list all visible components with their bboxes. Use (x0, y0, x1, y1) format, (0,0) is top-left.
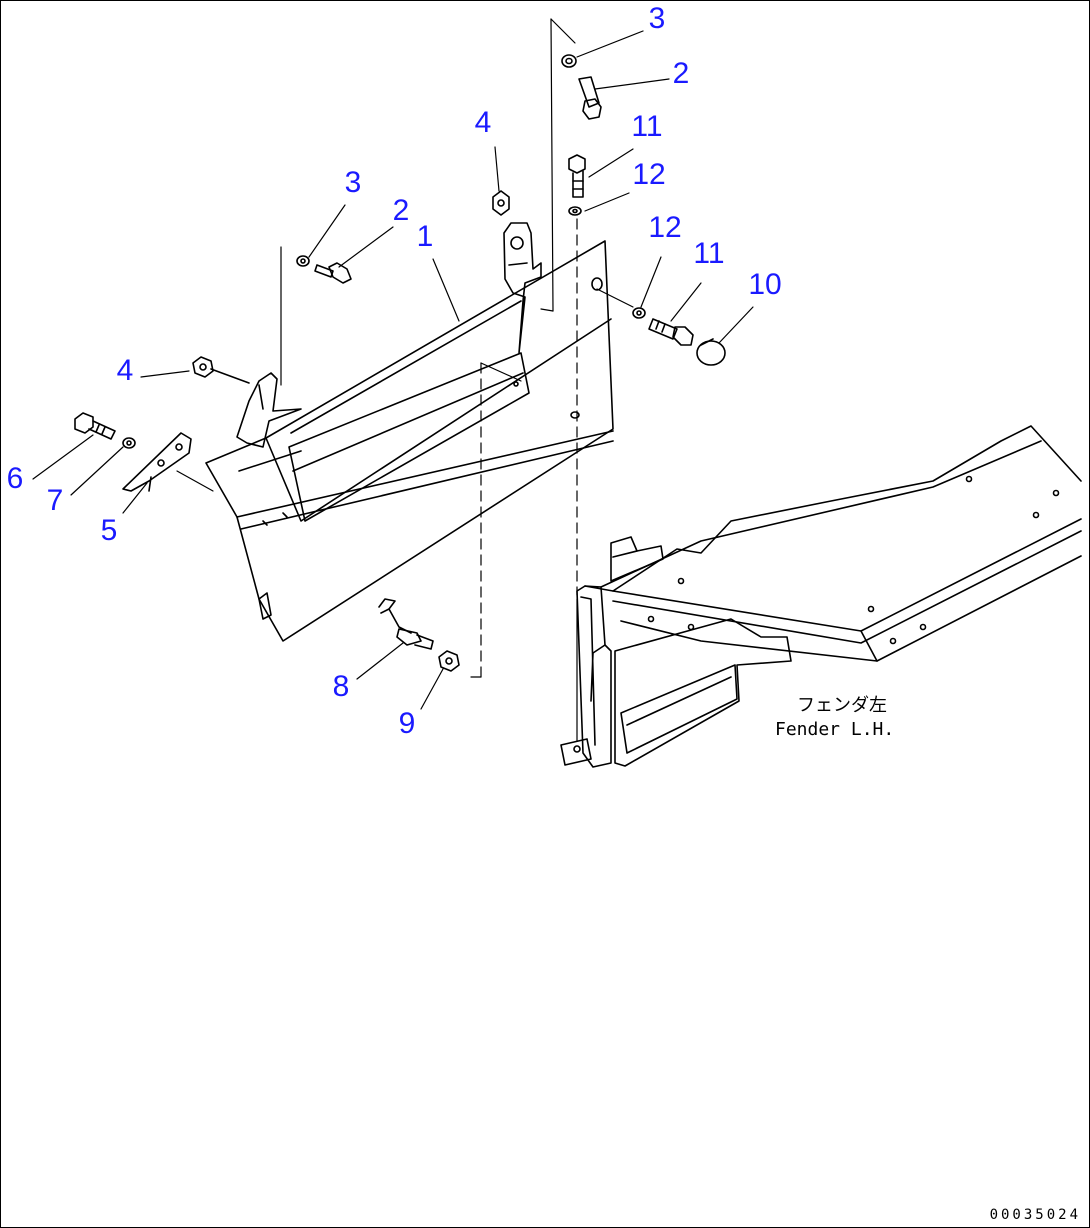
callout-9: 9 (398, 707, 416, 740)
washer-7 (122, 437, 136, 449)
callout-11-right: 11 (693, 237, 725, 270)
callout-7: 7 (46, 484, 64, 517)
upper-bracket (503, 222, 542, 354)
bolt-11-top (568, 154, 586, 198)
callout-3-left: 3 (344, 166, 362, 199)
nut-9 (438, 650, 460, 672)
fender-label-jp: フェンダ左 (797, 695, 887, 716)
assembly-lines (176, 18, 634, 742)
drawing-id: 00035024 (989, 1207, 1081, 1223)
nut-4-left (192, 356, 250, 384)
nut-4-top (492, 190, 510, 216)
callout-12-top: 12 (632, 158, 666, 191)
knob-bolt-2-top (578, 76, 602, 120)
bolt-11-right (648, 318, 694, 346)
callout-8: 8 (332, 670, 350, 703)
callout-leaders (32, 30, 754, 710)
callout-4-top: 4 (474, 106, 492, 139)
left-bracket (236, 372, 302, 448)
washer-12-right (632, 307, 646, 319)
washer-3-top (561, 54, 577, 68)
callout-6: 6 (6, 462, 24, 495)
callout-10: 10 (748, 268, 782, 301)
hook-bolt-8 (378, 598, 434, 650)
plate-5 (122, 432, 192, 492)
callout-2-top: 2 (672, 57, 690, 90)
knob-bolt-2-left (314, 262, 352, 284)
callout-3-top: 3 (648, 2, 666, 35)
bolt-6 (74, 412, 116, 440)
cap-10 (696, 338, 726, 366)
callout-2-left: 2 (392, 194, 410, 227)
callout-11-top: 11 (631, 110, 663, 143)
washer-3-left (296, 255, 310, 267)
callout-5: 5 (100, 514, 118, 547)
fender-label-en: Fender L.H. (775, 719, 895, 740)
fender-frame (560, 425, 1082, 768)
callout-4-left: 4 (116, 354, 134, 387)
callout-12-right: 12 (648, 211, 682, 244)
panel-assembly (205, 240, 614, 642)
callout-1: 1 (416, 220, 434, 253)
washer-12-top (568, 206, 582, 216)
